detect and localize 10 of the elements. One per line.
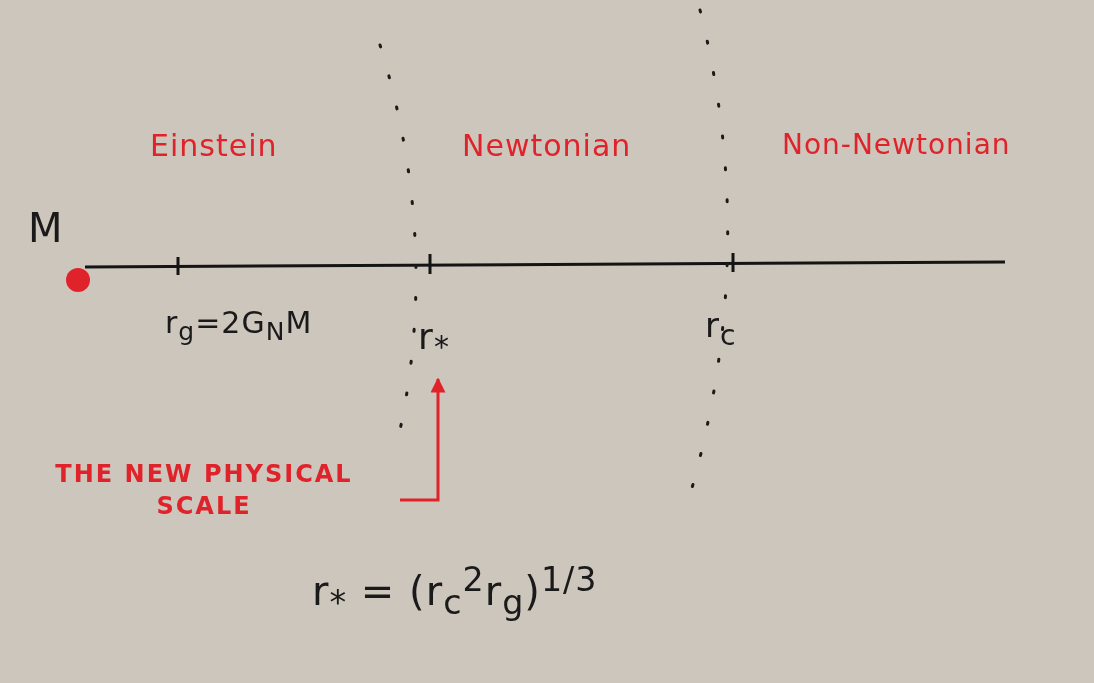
arrow: [400, 377, 446, 502]
formula: r$_{*}$ = (r$_{c}$$^{2}$r$_{g}$)$^{1/3}$: [312, 560, 598, 623]
radius-label: r$_{g}$=2G$_{N}$M: [165, 305, 313, 346]
mass-label: M: [28, 205, 64, 251]
radius-label: r$_{*}$: [418, 314, 450, 366]
region-label: Einstein: [150, 128, 278, 163]
callout-note: THE NEW PHYSICAL SCALE: [54, 458, 354, 522]
region-label: Newtonian: [462, 128, 632, 163]
region-label: Non-Newtonian: [782, 128, 1011, 161]
radius-label: r$_{c}$: [705, 305, 737, 352]
